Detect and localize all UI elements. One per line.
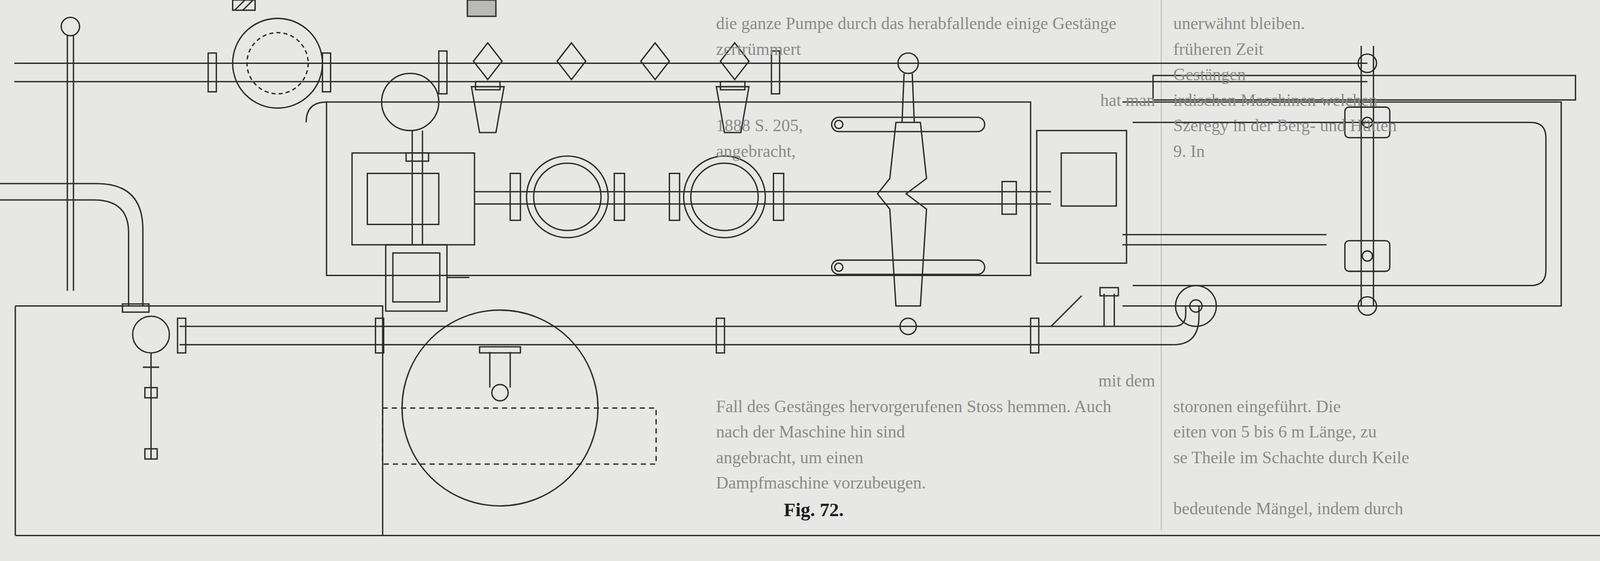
- page-text-fragment: irdischen Maschinen welchen: [1173, 91, 1378, 111]
- page-text-fragment: storonen eingeführt. Die: [1173, 397, 1341, 417]
- page-text-fragment: se Theile im Schachte durch Keile: [1173, 448, 1410, 468]
- page-text-fragment: Dampfmaschine vorzubeugen.: [715, 473, 927, 494]
- page-text-fragment: die ganze Pumpe durch das herabfallende …: [715, 14, 1117, 34]
- page-text-fragment: hat man: [1100, 91, 1156, 111]
- page-text-fragment: eiten von 5 bis 6 m Länge, zu: [1173, 422, 1377, 443]
- page-text-fragment: Fall des Gestänges hervorgerufenen Stoss…: [715, 397, 1112, 417]
- page-text-fragment: 9. In: [1173, 142, 1205, 162]
- page-text-fragment: Szeregy in der Berg- und Hütten: [1173, 116, 1397, 136]
- page-text-fragment: 1888 S. 205,: [715, 116, 803, 136]
- page-text-fragment: früheren Zeit: [1173, 40, 1264, 60]
- page-text-fragment: mit dem: [1098, 371, 1156, 391]
- page-text-fragment: unerwähnt bleiben.: [1173, 14, 1306, 34]
- page-text-fragment: angebracht, um einen: [715, 448, 864, 468]
- page-text-fragment: Gestängen: [1173, 65, 1246, 85]
- page-text-fragment: zertrümmert: [715, 40, 801, 60]
- page-text-fragment: bedeutende Mängel, indem durch: [1173, 499, 1404, 519]
- page-text-fragment: angebracht,: [715, 142, 796, 162]
- page-text-fragment: nach der Maschine hin sind: [715, 422, 906, 443]
- figure-caption: Fig. 72.: [783, 498, 844, 522]
